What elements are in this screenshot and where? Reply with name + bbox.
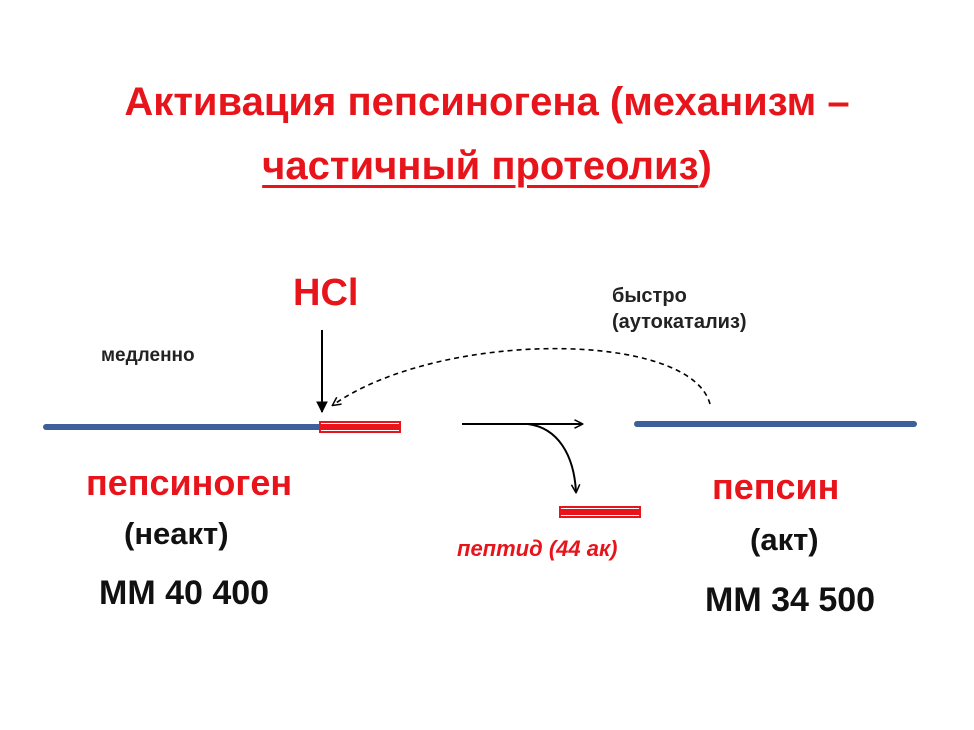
pepsinogen-name: пепсиноген: [86, 462, 293, 503]
title-closing-paren: ): [698, 144, 712, 188]
slow-label: медленно: [101, 345, 195, 366]
pepsin-molecular-mass: ММ 34 500: [705, 581, 876, 619]
fast-label-line-1: быстро: [612, 285, 687, 307]
hcl-label: HCl: [293, 272, 359, 314]
title-underlined-term: частичный протеолиз: [262, 144, 699, 188]
pepsinogen-molecular-mass: ММ 40 400: [99, 574, 270, 612]
autocatalysis-dashed-arrow: [333, 347, 711, 405]
pepsinogen-state: (неакт): [124, 516, 229, 551]
peptide-segment-fill: [560, 509, 640, 515]
fast-label-line-2: (аутокатализ): [612, 311, 747, 333]
fast-label: быстро (аутокатализ): [612, 283, 747, 335]
title-line-1: Активация пепсиногена (механизм –: [124, 80, 850, 124]
pepsin-name: пепсин: [712, 466, 840, 507]
peptide-release-arrow: [527, 423, 576, 492]
pepsin-state: (акт): [750, 522, 819, 557]
title-line-2: частичный протеолиз): [0, 142, 974, 190]
peptide-label: пептид (44 ак): [457, 536, 618, 561]
pepsinogen-chain-red-fill: [320, 424, 400, 430]
